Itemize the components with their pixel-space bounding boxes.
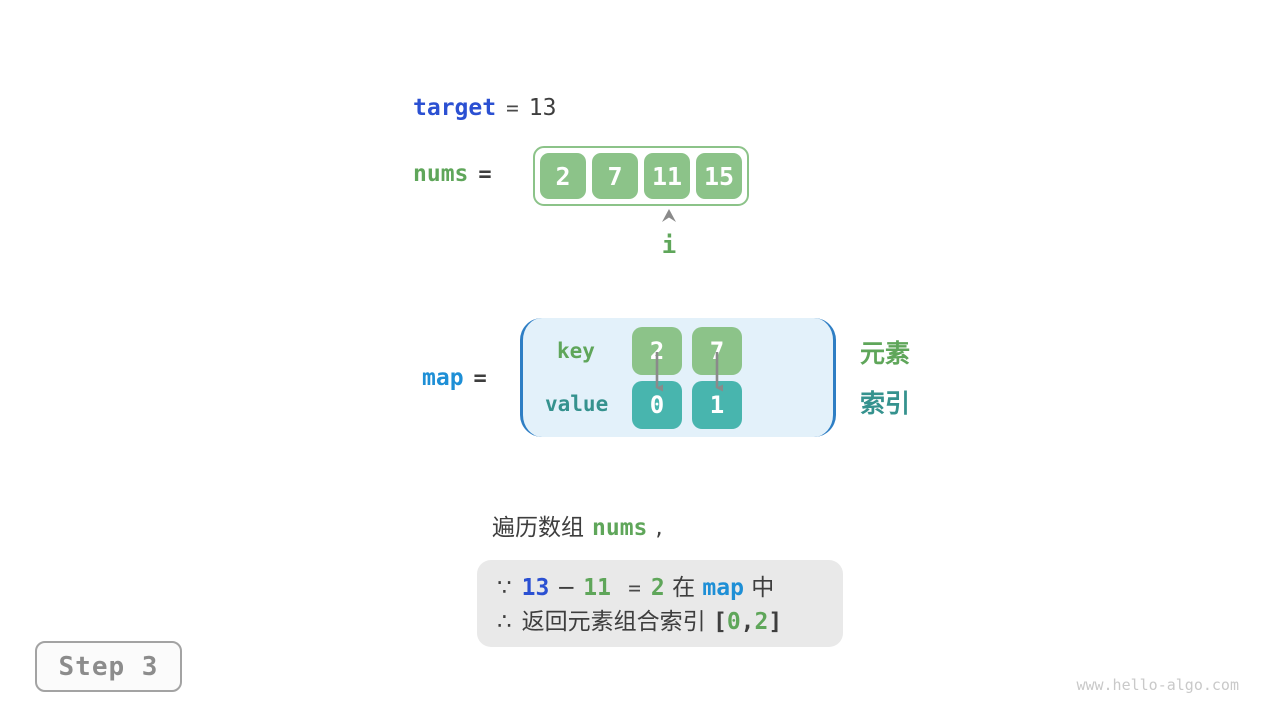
index-side-label: 索引 xyxy=(860,389,911,418)
target-variable-name: target xyxy=(413,95,497,121)
caption-prefix: 遍历数组 xyxy=(492,515,584,541)
caption-comma: , xyxy=(655,515,663,541)
map-value-cell: 1 xyxy=(692,381,742,429)
zhong-text: 中 xyxy=(751,575,775,601)
nums-cell: 2 xyxy=(540,153,586,199)
nums-cell: 15 xyxy=(696,153,742,199)
target-value: 13 xyxy=(528,95,557,121)
equals-sign: = xyxy=(628,576,641,600)
nums-cell: 7 xyxy=(592,153,638,199)
left-bracket: [ xyxy=(712,609,727,635)
current-value-token: 11 xyxy=(583,575,611,601)
therefore-symbol: ∴ xyxy=(497,609,512,635)
because-symbol: ∵ xyxy=(497,575,512,601)
map-variable-name: map xyxy=(422,365,464,391)
conclusion-line-1: ∵ 13 − 11 = 2 在 map 中 xyxy=(497,571,823,605)
nums-array: 2 7 11 15 xyxy=(533,146,749,206)
nums-cell: 11 xyxy=(644,153,690,199)
nums-equals-sign: = xyxy=(478,162,492,187)
result-comma: , xyxy=(740,609,755,635)
site-watermark: www.hello-algo.com xyxy=(1076,676,1239,694)
map-key-cell: 2 xyxy=(632,327,682,375)
map-label-row: map = xyxy=(422,363,497,394)
nums-variable-name: nums xyxy=(413,161,469,187)
caption-line: 遍历数组 nums, xyxy=(492,513,663,543)
target-row: target = 13 xyxy=(413,93,556,123)
target-equals-sign: = xyxy=(506,96,519,120)
step-badge: Step 3 xyxy=(35,641,182,692)
index-pointer-label: i xyxy=(661,231,677,259)
return-text: 返回元素组合索引 xyxy=(521,609,706,635)
map-value-label: value xyxy=(545,392,609,416)
target-value-token: 13 xyxy=(521,575,550,601)
caption-code-nums: nums xyxy=(592,515,648,541)
map-key-cell: 7 xyxy=(692,327,742,375)
nums-label-row: nums = xyxy=(413,159,502,190)
element-side-label: 元素 xyxy=(860,339,911,368)
map-equals-sign: = xyxy=(473,366,487,391)
right-bracket: ] xyxy=(768,609,783,635)
result-index-b: 2 xyxy=(754,609,769,635)
minus-sign: − xyxy=(556,575,576,601)
difference-token: 2 xyxy=(650,575,665,601)
result-index-a: 0 xyxy=(726,609,741,635)
map-value-cell: 0 xyxy=(632,381,682,429)
map-name-token: map xyxy=(702,575,744,601)
index-pointer-icon xyxy=(662,209,676,222)
conclusion-line-2: ∴ 返回元素组合索引 [0,2] xyxy=(497,605,823,639)
map-key-label: key xyxy=(557,339,595,363)
step-badge-label: Step 3 xyxy=(58,651,159,682)
conclusion-box: ∵13 − 11 =2 在 map 中 ∴返回元素组合索引 [0,2] xyxy=(477,560,843,647)
zai-text: 在 xyxy=(672,575,696,601)
